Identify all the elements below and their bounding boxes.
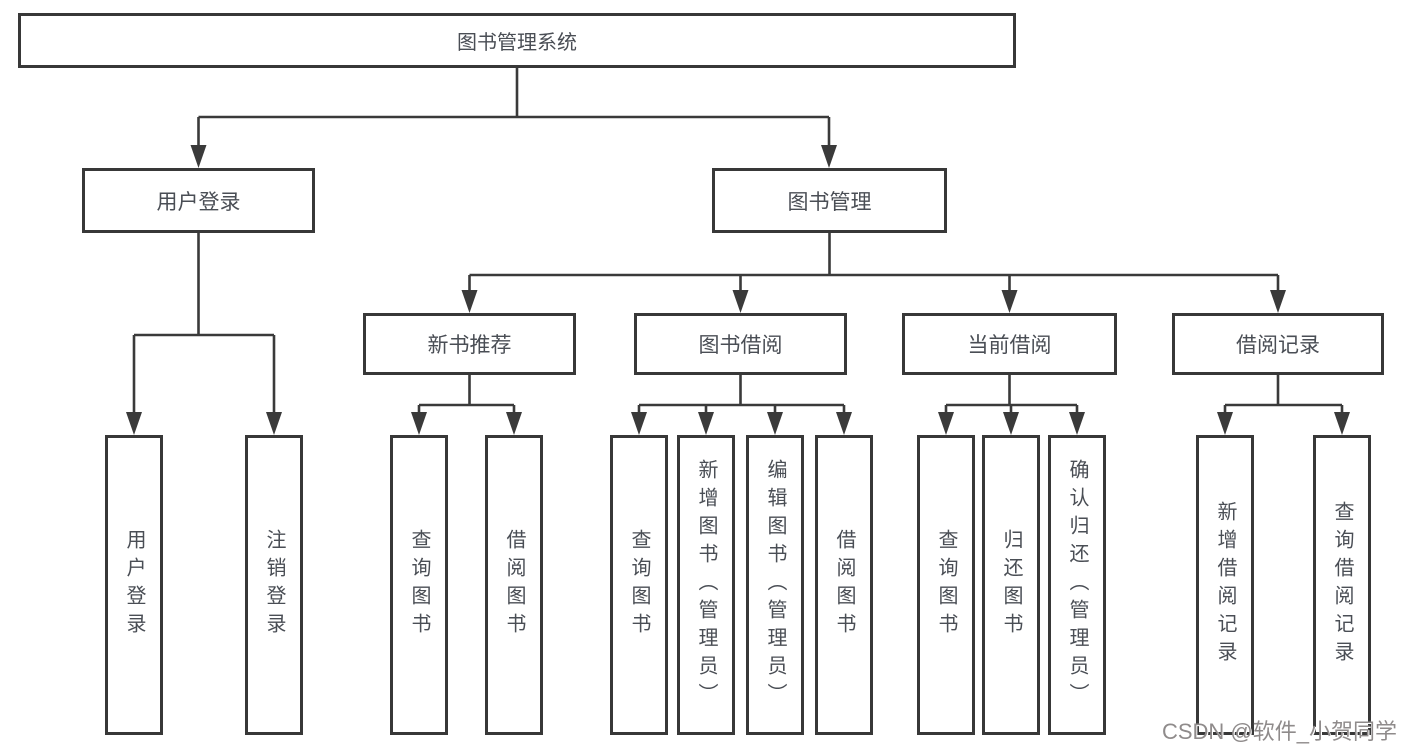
node-label: 查询图书 — [628, 529, 650, 641]
node-label: 注销登录 — [263, 529, 285, 641]
node-label: 查询借阅记录 — [1331, 501, 1353, 669]
node-label: 图书管理系统 — [457, 32, 577, 54]
node-label: 图书管理 — [787, 190, 872, 214]
csdn-watermark: CSDN @软件_小贺同学 — [1161, 719, 1397, 744]
node-label: 编辑图书（管理员） — [764, 459, 786, 711]
connector-newbooks-to-leaves — [411, 375, 522, 435]
leaf-records-query-record: 查询借阅记录 — [1313, 435, 1371, 735]
node-book-management: 图书管理 — [712, 168, 947, 233]
node-user-login-group: 用户登录 — [82, 168, 315, 233]
node-label: 查询图书 — [408, 529, 430, 641]
leaf-newbooks-borrow-books: 借阅图书 — [485, 435, 543, 735]
leaf-current-confirm-return-admin: 确认归还（管理员） — [1048, 435, 1106, 735]
node-label: 借阅图书 — [833, 529, 855, 641]
leaf-user-login: 用户登录 — [105, 435, 163, 735]
leaf-records-add-record: 新增借阅记录 — [1196, 435, 1254, 735]
node-current-borrowing: 当前借阅 — [902, 313, 1117, 375]
connector-userlogin-to-leaves — [126, 233, 282, 435]
leaf-current-return-books: 归还图书 — [982, 435, 1040, 735]
node-label: 图书借阅 — [698, 334, 783, 357]
connector-root-to-level2 — [190, 67, 837, 168]
leaf-borrow-borrow-books: 借阅图书 — [815, 435, 873, 735]
node-root-system: 图书管理系统 — [18, 13, 1016, 68]
node-label: 借阅记录 — [1236, 334, 1320, 357]
node-label: 用户登录 — [156, 190, 241, 214]
node-label: 确认归还（管理员） — [1066, 459, 1088, 711]
node-label: 查询图书 — [935, 529, 957, 641]
node-label: 用户登录 — [123, 529, 145, 641]
leaf-current-query-books: 查询图书 — [917, 435, 975, 735]
node-label: 新书推荐 — [427, 334, 512, 357]
node-book-borrowing: 图书借阅 — [634, 313, 847, 375]
node-label: 新增图书（管理员） — [695, 459, 717, 711]
connector-bookmgmt-to-level3 — [461, 233, 1286, 313]
node-borrow-records: 借阅记录 — [1172, 313, 1384, 375]
connector-currentborrow-to-leaves — [938, 375, 1085, 435]
leaf-logout: 注销登录 — [245, 435, 303, 735]
node-new-book-recommend: 新书推荐 — [363, 313, 576, 375]
node-label: 借阅图书 — [503, 529, 525, 641]
leaf-newbooks-query-books: 查询图书 — [390, 435, 448, 735]
leaf-borrow-edit-books-admin: 编辑图书（管理员） — [746, 435, 804, 735]
connector-records-to-leaves — [1217, 375, 1350, 435]
leaf-borrow-add-books-admin: 新增图书（管理员） — [677, 435, 735, 735]
leaf-borrow-query-books: 查询图书 — [610, 435, 668, 735]
node-label: 归还图书 — [1000, 529, 1022, 641]
connector-bookborrow-to-leaves — [631, 375, 852, 435]
node-label: 当前借阅 — [967, 334, 1052, 357]
node-label: 新增借阅记录 — [1214, 501, 1236, 669]
